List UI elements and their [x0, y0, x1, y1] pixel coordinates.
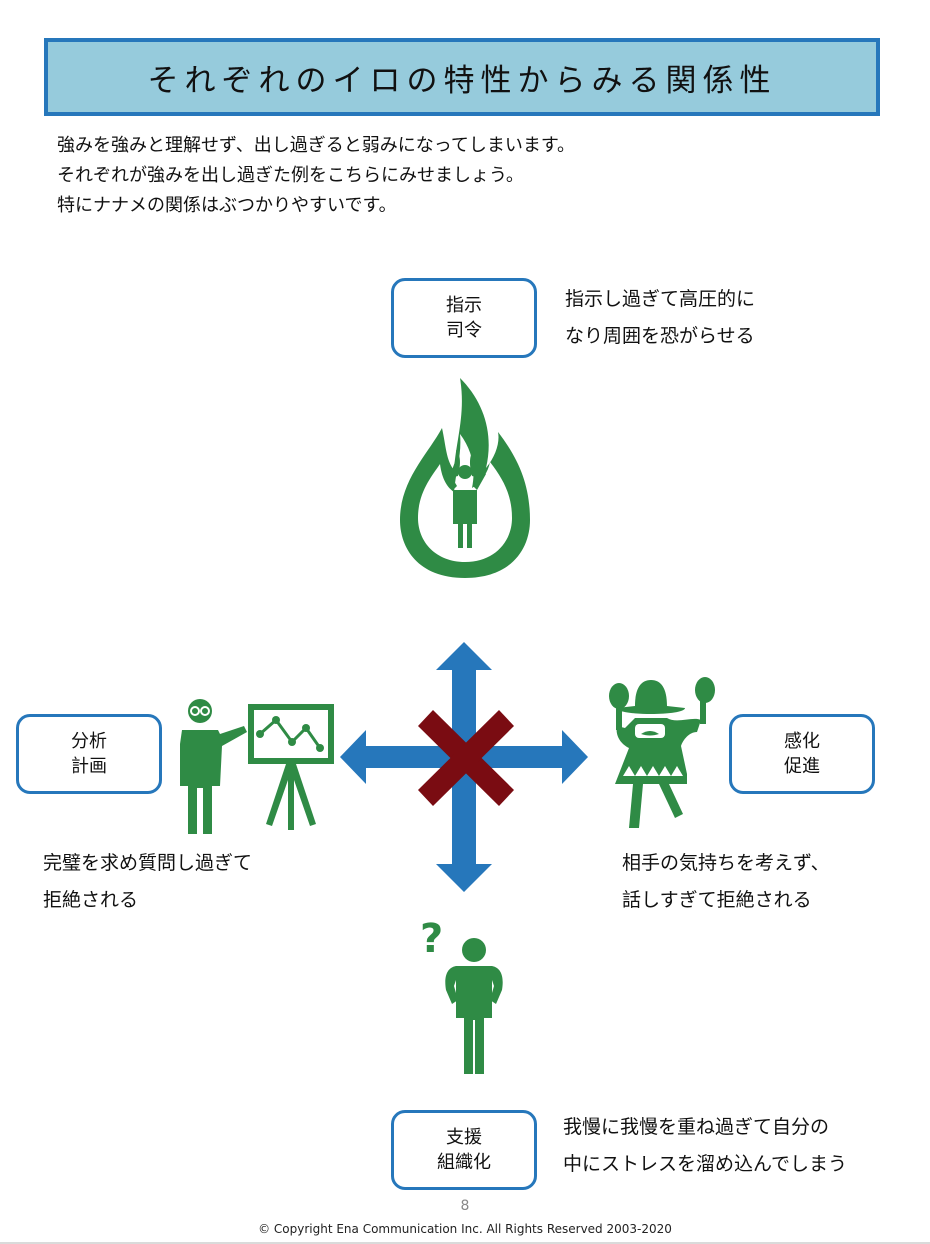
page-number: 8	[460, 1198, 470, 1214]
intro-line: 特にナナメの関係はぶつかりやすいです。	[57, 195, 397, 216]
cross-mark-icon	[418, 710, 514, 806]
caption-line: 完璧を求め質問し過ぎて	[43, 852, 253, 874]
role-label: 組織化	[437, 1152, 491, 1173]
role-label: 指示	[446, 295, 482, 316]
role-box-influencing: 感化 促進	[729, 714, 875, 794]
bottom-divider	[0, 1242, 930, 1244]
copyright-notice: © Copyright Ena Communication Inc. All R…	[258, 1222, 672, 1236]
caption-line: 中にストレスを溜め込んでしまう	[563, 1153, 848, 1175]
role-label: 感化	[784, 731, 820, 752]
role-label: 分析	[71, 731, 107, 752]
intro-line: 強みを強みと理解せず、出し過ぎると弱みになってしまいます。	[57, 135, 576, 156]
title-banner: それぞれのイロの特性からみる関係性	[44, 38, 880, 116]
arrow-down-icon	[436, 672, 492, 892]
role-label: 支援	[446, 1127, 482, 1148]
maracas-dancer-icon	[609, 677, 715, 828]
caption-line: なり周囲を恐がらせる	[565, 325, 755, 347]
role-box-supporting: 支援 組織化	[391, 1110, 537, 1190]
fire-person-icon	[400, 378, 530, 578]
caption-directing: 指示し過ぎて高圧的に なり周囲を恐がらせる	[565, 281, 755, 355]
role-box-analyzing: 分析 計画	[16, 714, 162, 794]
presenter-chart-icon	[180, 699, 334, 834]
caption-supporting: 我慢に我慢を重ね過ぎて自分の 中にストレスを溜め込んでしまう	[563, 1109, 847, 1183]
svg-text:?: ?	[420, 916, 443, 962]
caption-influencing: 相手の気持ちを考えず、 話しすぎて拒絶される	[622, 845, 830, 919]
caption-line: 相手の気持ちを考えず、	[622, 852, 830, 874]
role-label: 司令	[446, 320, 482, 341]
intro-line: それぞれが強みを出し過ぎた例をこちらにみせましょう。	[57, 165, 524, 186]
cross-arrows-icon	[340, 642, 588, 892]
caption-line: 話しすぎて拒絶される	[622, 889, 812, 911]
role-box-directing: 指示 司令	[391, 278, 537, 358]
caption-analyzing: 完璧を求め質問し過ぎて 拒絶される	[43, 845, 252, 919]
caption-line: 我慢に我慢を重ね過ぎて自分の	[563, 1116, 830, 1138]
role-label: 促進	[784, 756, 820, 777]
intro-text: 強みを強みと理解せず、出し過ぎると弱みになってしまいます。 それぞれが強みを出し…	[57, 131, 575, 221]
role-label: 計画	[71, 756, 107, 777]
page-title: それぞれのイロの特性からみる関係性	[147, 62, 777, 99]
confused-person-icon: ?	[420, 916, 503, 1074]
caption-line: 指示し過ぎて高圧的に	[565, 288, 756, 310]
caption-line: 拒絶される	[43, 889, 139, 911]
